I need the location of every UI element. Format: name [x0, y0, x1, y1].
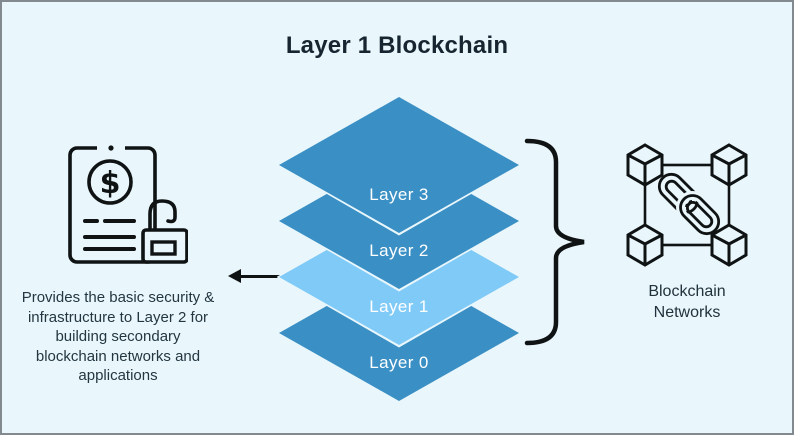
caption-line: Blockchain: [648, 283, 726, 300]
blockchain-network-icon: [626, 143, 748, 267]
page-title: Layer 1 Blockchain: [285, 32, 509, 59]
document-dollar-unlock-icon: $: [68, 144, 188, 264]
left-arrow-head-icon: [228, 269, 241, 283]
layer-1-label: Layer 1: [369, 297, 429, 316]
cube-bottom-left-icon: [626, 223, 664, 267]
left-arrow: [228, 269, 282, 285]
left-arrow-shaft: [238, 274, 282, 278]
description-line: building secondary: [55, 328, 181, 345]
description-line: applications: [78, 367, 158, 384]
layer-2-label: Layer 2: [369, 241, 429, 260]
cube-top-right-icon: [710, 143, 748, 187]
description-line: blockchain networks and: [35, 347, 201, 365]
layer-3-diamond: Layer 3: [276, 94, 522, 236]
layer-3-label: Layer 3: [369, 185, 429, 204]
blockchain-networks-caption: Blockchain Networks: [617, 281, 757, 323]
layer-0-label: Layer 0: [369, 353, 429, 372]
layer1-description: Provides the basic security & infrastruc…: [10, 288, 226, 386]
caption-line: Networks: [653, 304, 721, 321]
layer-3-fill: [279, 97, 519, 233]
cube-top-left-icon: [626, 143, 664, 187]
dollar-symbol: $: [100, 166, 121, 201]
cube-bottom-right-icon: [710, 223, 748, 267]
layer-stack: Layer 3 Layer 2 Layer 1 Layer 0: [276, 94, 522, 404]
curly-brace-icon: [524, 138, 585, 346]
description-line: Provides the basic security &: [21, 289, 215, 306]
description-line: infrastructure to Layer 2 for: [27, 308, 209, 326]
